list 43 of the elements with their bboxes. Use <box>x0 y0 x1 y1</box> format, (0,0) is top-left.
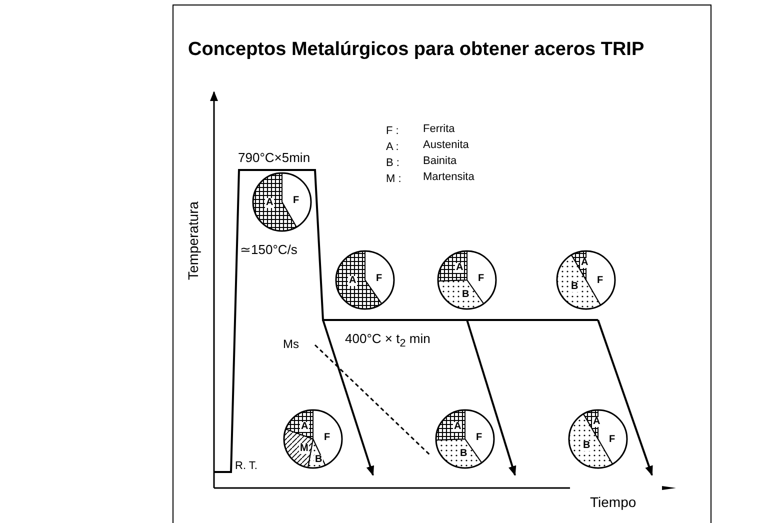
legend-text: Bainita <box>423 155 457 168</box>
annotation: Ms <box>283 338 299 352</box>
phase-letter: A <box>453 422 462 432</box>
phase-letter: M <box>299 444 310 454</box>
annotation: 790°C×5min <box>238 151 310 166</box>
phase-letter: B <box>461 290 470 300</box>
phase-pie-chart <box>282 408 344 470</box>
phase-pie-chart <box>251 171 313 233</box>
legend-symbol: M : <box>386 173 402 186</box>
axis-label: Temperatura <box>186 201 202 280</box>
phase-pie-chart <box>555 249 617 311</box>
annotation: ≃150°C/s <box>240 243 298 258</box>
legend-text: Martensita <box>423 171 474 184</box>
phase-letter: B <box>570 282 580 292</box>
legend-symbol: F : <box>386 125 399 138</box>
phase-letter: A <box>455 263 464 273</box>
axis-label: Tiempo <box>590 495 636 510</box>
phase-pie-chart <box>434 408 496 470</box>
annotation: 400°C × t$_{2}$ min <box>345 332 430 350</box>
title: Conceptos Metalúrgicos para obtener aceros TRIP <box>188 40 644 61</box>
phase-letter: A <box>300 422 310 432</box>
phase-letter: F <box>292 196 300 206</box>
phase-letter: F <box>596 276 604 286</box>
phase-letter: B <box>459 449 468 459</box>
phase-letter: A <box>265 198 274 208</box>
legend-symbol: A : <box>386 141 399 154</box>
phase-letter: B <box>314 455 324 465</box>
phase-letter: F <box>323 433 332 443</box>
phase-pie-chart <box>436 249 498 311</box>
phase-pie-chart <box>334 249 396 311</box>
annotation: R. T. <box>235 460 258 472</box>
legend-text: Austenita <box>423 139 469 152</box>
legend-symbol: B : <box>386 157 400 170</box>
phase-letter: F <box>475 433 484 443</box>
phase-letter: A <box>592 417 602 427</box>
legend-text: Ferrita <box>423 123 455 136</box>
phase-pie-chart <box>567 408 629 470</box>
phase-letter: A <box>580 258 590 268</box>
phase-letter: F <box>477 274 486 284</box>
phase-letter: F <box>375 274 384 284</box>
phase-letter: B <box>582 441 592 451</box>
phase-letter: A <box>348 276 358 286</box>
phase-letter: F <box>608 435 616 445</box>
